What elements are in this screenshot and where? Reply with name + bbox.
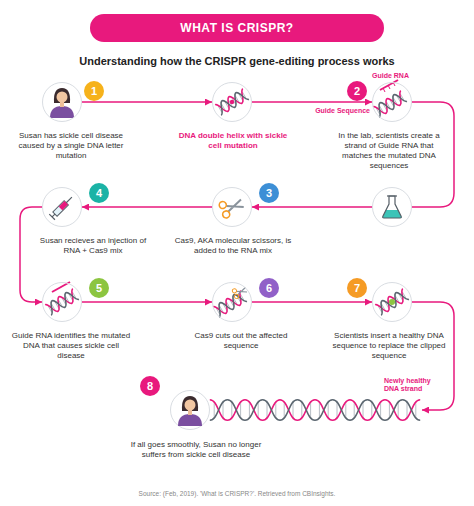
step-circle: 5Guide RNA identifies the mutated DNA th… [42, 282, 82, 322]
flow-arrow [252, 102, 454, 207]
patient-icon [178, 396, 202, 426]
step-description: If all goes smoothly, Susan no longer su… [121, 440, 271, 460]
step-description: Cas9 cuts out the affected sequence [186, 331, 296, 351]
annotation-label: Guide Sequence [314, 107, 370, 115]
step-number: 5 [89, 278, 109, 298]
subtitle: Understanding how the CRISPR gene-editin… [0, 55, 474, 68]
title-banner: WHAT IS CRISPR? [90, 14, 384, 42]
step-number: 4 [89, 183, 109, 203]
syringe-icon [49, 194, 74, 219]
step-description: DNA double helix with sickle cell mutati… [178, 131, 288, 151]
step-circle: 7Scientists insert a healthy DNA sequenc… [372, 282, 412, 322]
step-circle: 6Cas9 cuts out the affected sequence [212, 282, 252, 322]
dna-icon [215, 89, 249, 115]
insert-icon [375, 289, 409, 315]
annotation-label: Guide RNA [372, 72, 422, 80]
flow-arrow [252, 101, 372, 103]
patient-icon [50, 88, 74, 118]
step-number: 8 [140, 376, 160, 396]
result-box: 8If all goes smoothly, Susan no longer s… [168, 388, 422, 432]
annotation-label: Newly healthy DNA strand [384, 377, 442, 393]
icon-backgrounds [43, 83, 412, 322]
scissors-icon [218, 195, 245, 219]
step-circle: 4Susan recieves an injection of RNA + Ca… [42, 187, 82, 227]
flow-arrow [20, 207, 42, 302]
guide-rna-icon [373, 80, 407, 117]
patient-circle [171, 391, 210, 430]
guide-match-icon [45, 282, 79, 315]
flask-icon [383, 196, 402, 218]
step-description: Scientists insert a healthy DNA sequence… [329, 331, 449, 361]
step-circle: 2In the lab, scientists create a strand … [372, 82, 412, 122]
cut-icon [213, 285, 248, 317]
step-number: 1 [84, 81, 104, 101]
flow-arrow [82, 206, 212, 208]
flow-arrow [252, 301, 372, 303]
step-circle: 1Susan has sickle cell disease caused by… [42, 82, 82, 122]
step-circle: DNA double helix with sickle cell mutati… [212, 82, 252, 122]
step-description: Cas9, AKA molecular scissors, is added t… [173, 236, 293, 256]
step-number: 2 [347, 81, 367, 101]
step-circle: 3Cas9, AKA molecular scissors, is added … [212, 187, 252, 227]
source-caption: Source: (Feb, 2019). 'What is CRISPR?'. … [0, 490, 474, 498]
flow-arrow [82, 101, 212, 103]
step-number: 6 [259, 278, 279, 298]
flow-arrow [82, 301, 212, 303]
step-number: 7 [347, 278, 367, 298]
step-number: 3 [259, 183, 279, 203]
step-description: Susan recieves an injection of RNA + Cas… [35, 236, 151, 256]
step-description: In the lab, scientists create a strand o… [329, 131, 449, 171]
healthy-dna-strand [210, 400, 420, 420]
step-description: Susan has sickle cell disease caused by … [10, 131, 132, 161]
step-description: Guide RNA identifies the mutated DNA tha… [11, 331, 131, 361]
flask-circle [373, 188, 412, 227]
flow-arrow [412, 302, 454, 410]
